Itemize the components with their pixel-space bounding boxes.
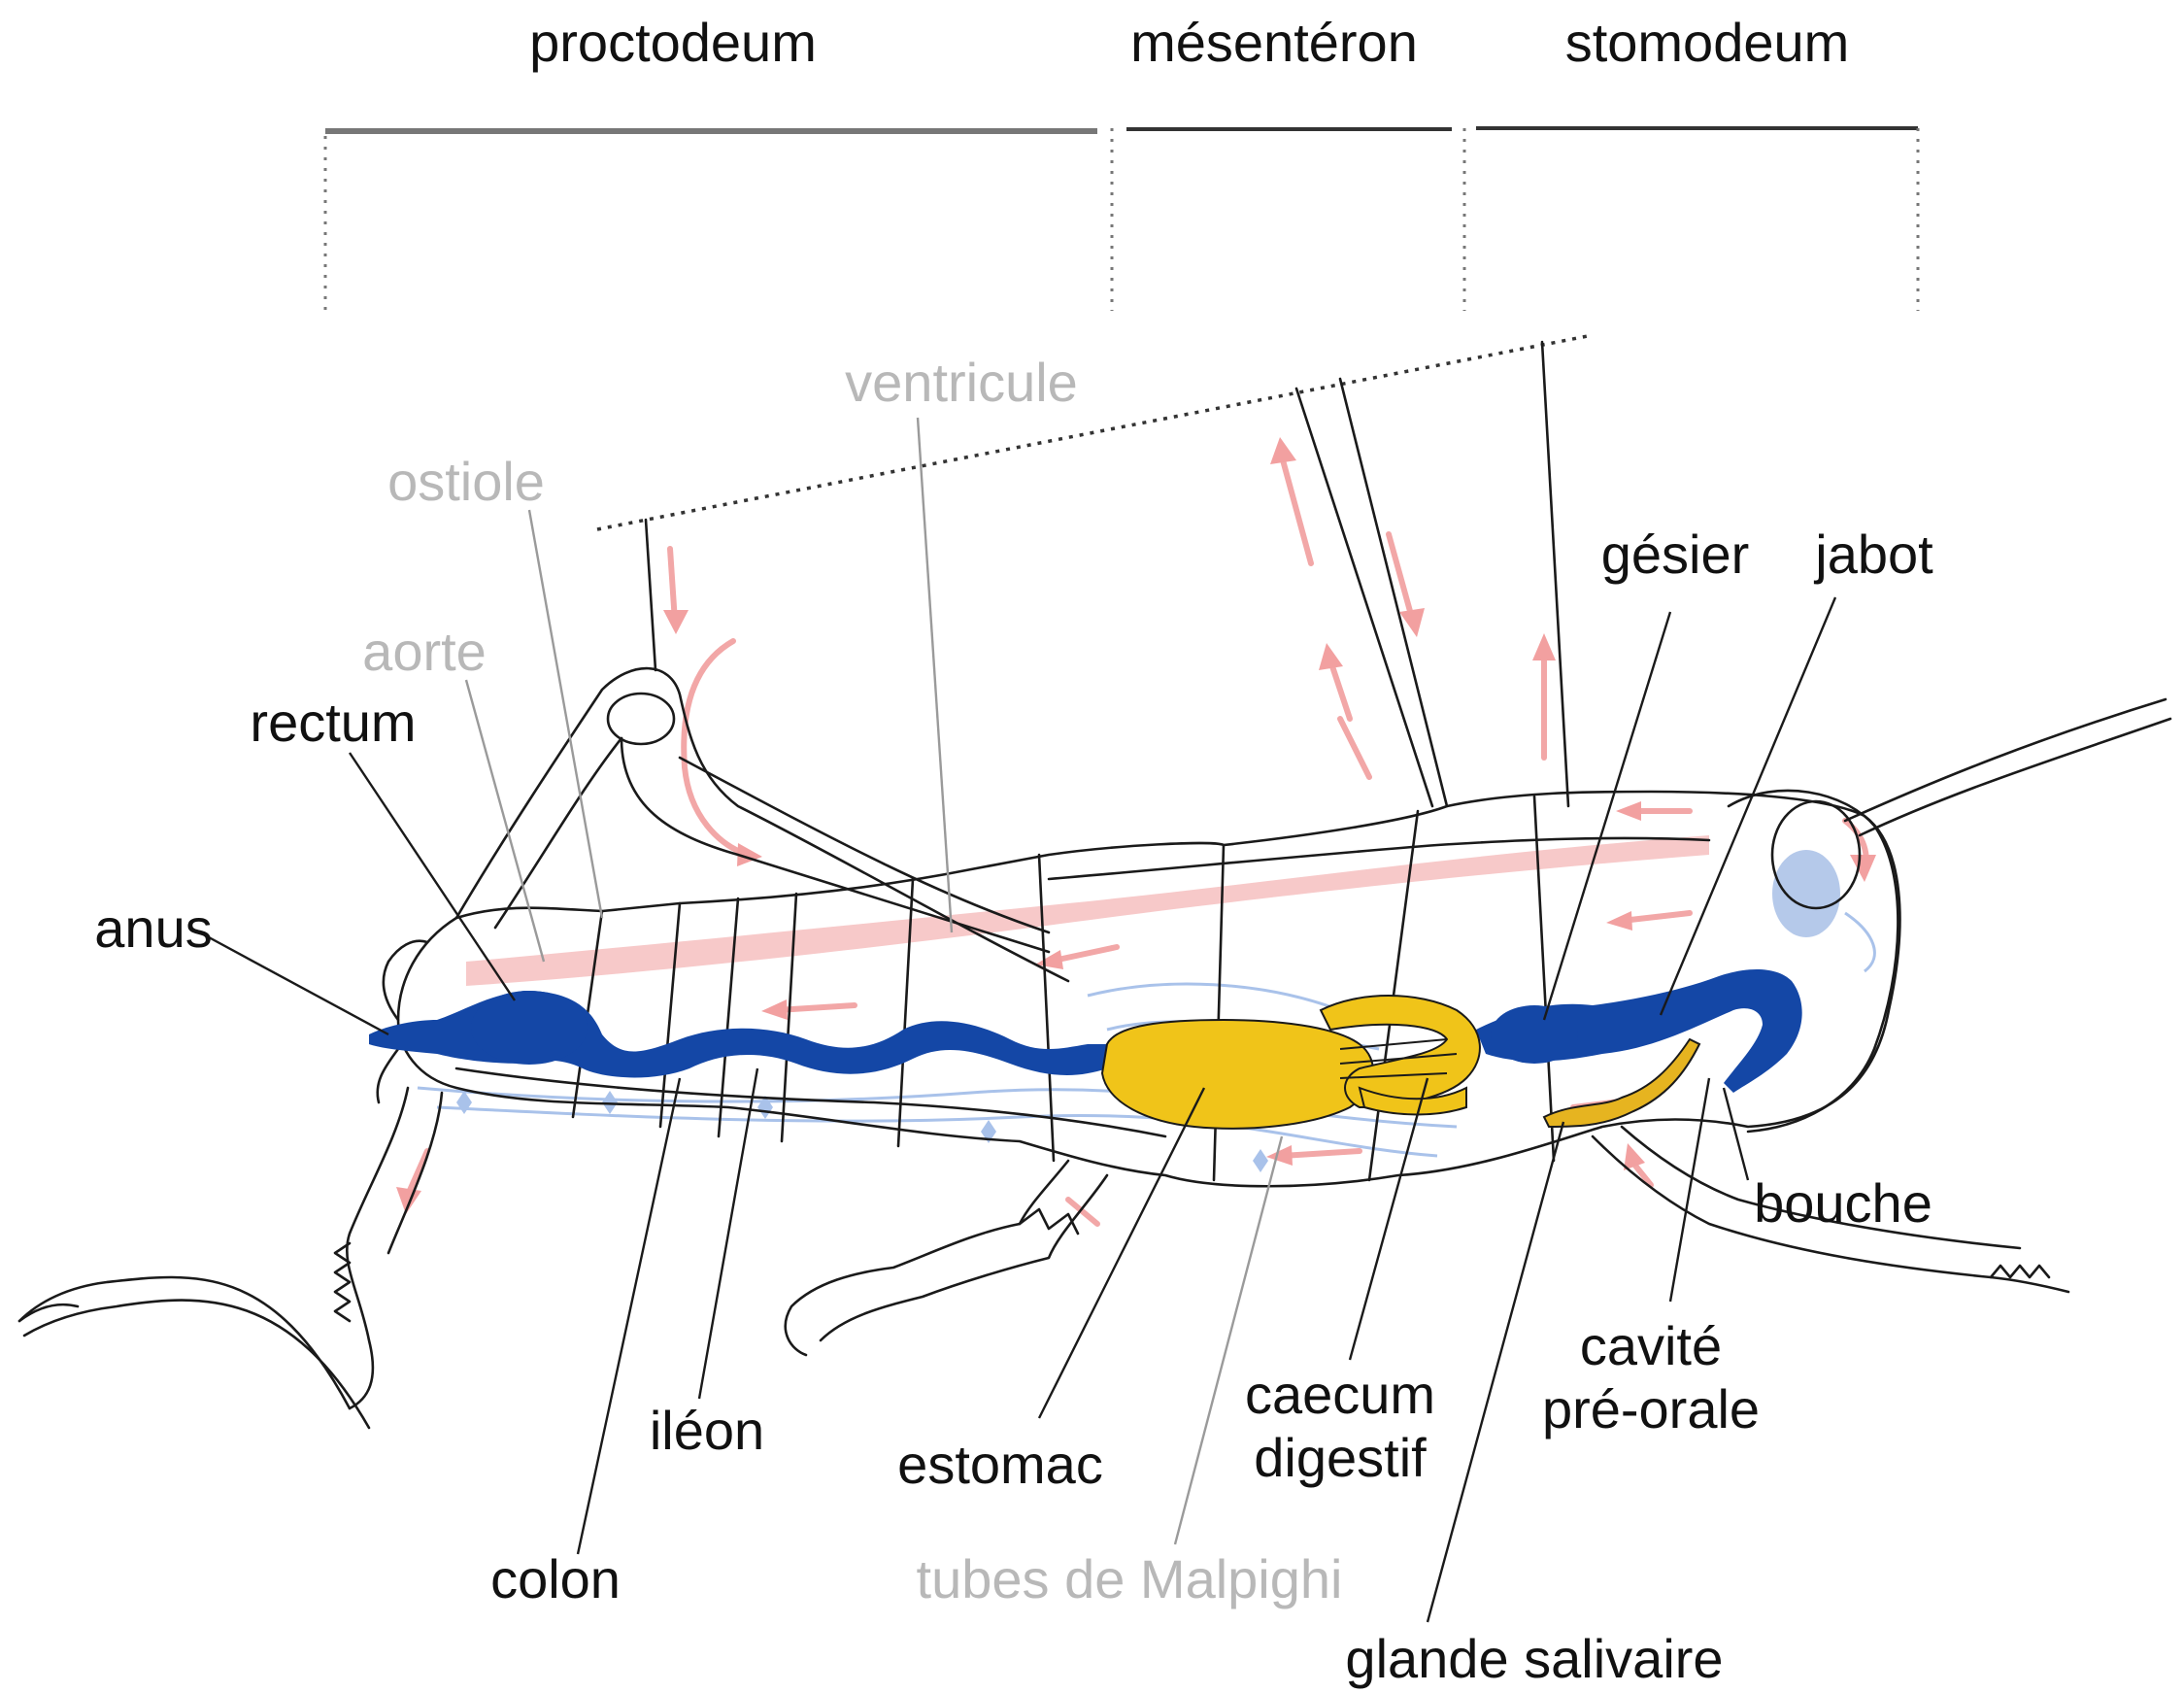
cutaway-lines [597, 335, 1593, 806]
dorsal-vessel [466, 835, 1709, 986]
label-ostiole: ostiole [387, 451, 545, 512]
stomach [1102, 1020, 1373, 1129]
label-tubes-malpighi: tubes de Malpighi [917, 1548, 1343, 1609]
brain-ganglion [1772, 850, 1840, 937]
label-mesenteron: mésentéron [1130, 12, 1418, 73]
label-ventricule: ventricule [845, 352, 1078, 413]
label-caecum-line1: caecum [1245, 1364, 1435, 1425]
label-bouche: bouche [1754, 1172, 1932, 1234]
label-cavite-line1: cavité [1580, 1315, 1722, 1376]
label-estomac: estomac [897, 1434, 1103, 1495]
label-ileon: iléon [650, 1400, 764, 1461]
label-glande-salivaire: glande salivaire [1345, 1628, 1723, 1689]
rectum-bulb [471, 991, 588, 1065]
gizzard [1491, 1005, 1578, 1064]
label-cavite-line2: pré-orale [1542, 1378, 1760, 1439]
label-rectum: rectum [250, 692, 416, 753]
region-brackets [325, 128, 1918, 311]
label-colon: colon [490, 1548, 621, 1609]
label-anus: anus [94, 897, 212, 959]
label-gesier: gésier [1601, 524, 1750, 585]
label-stomodeum: stomodeum [1565, 12, 1850, 73]
label-jabot: jabot [1813, 524, 1933, 585]
label-aorte: aorte [362, 621, 487, 682]
digestive-tract [369, 969, 1802, 1093]
label-caecum-line2: digestif [1254, 1427, 1427, 1488]
label-proctodeum: proctodeum [529, 12, 817, 73]
